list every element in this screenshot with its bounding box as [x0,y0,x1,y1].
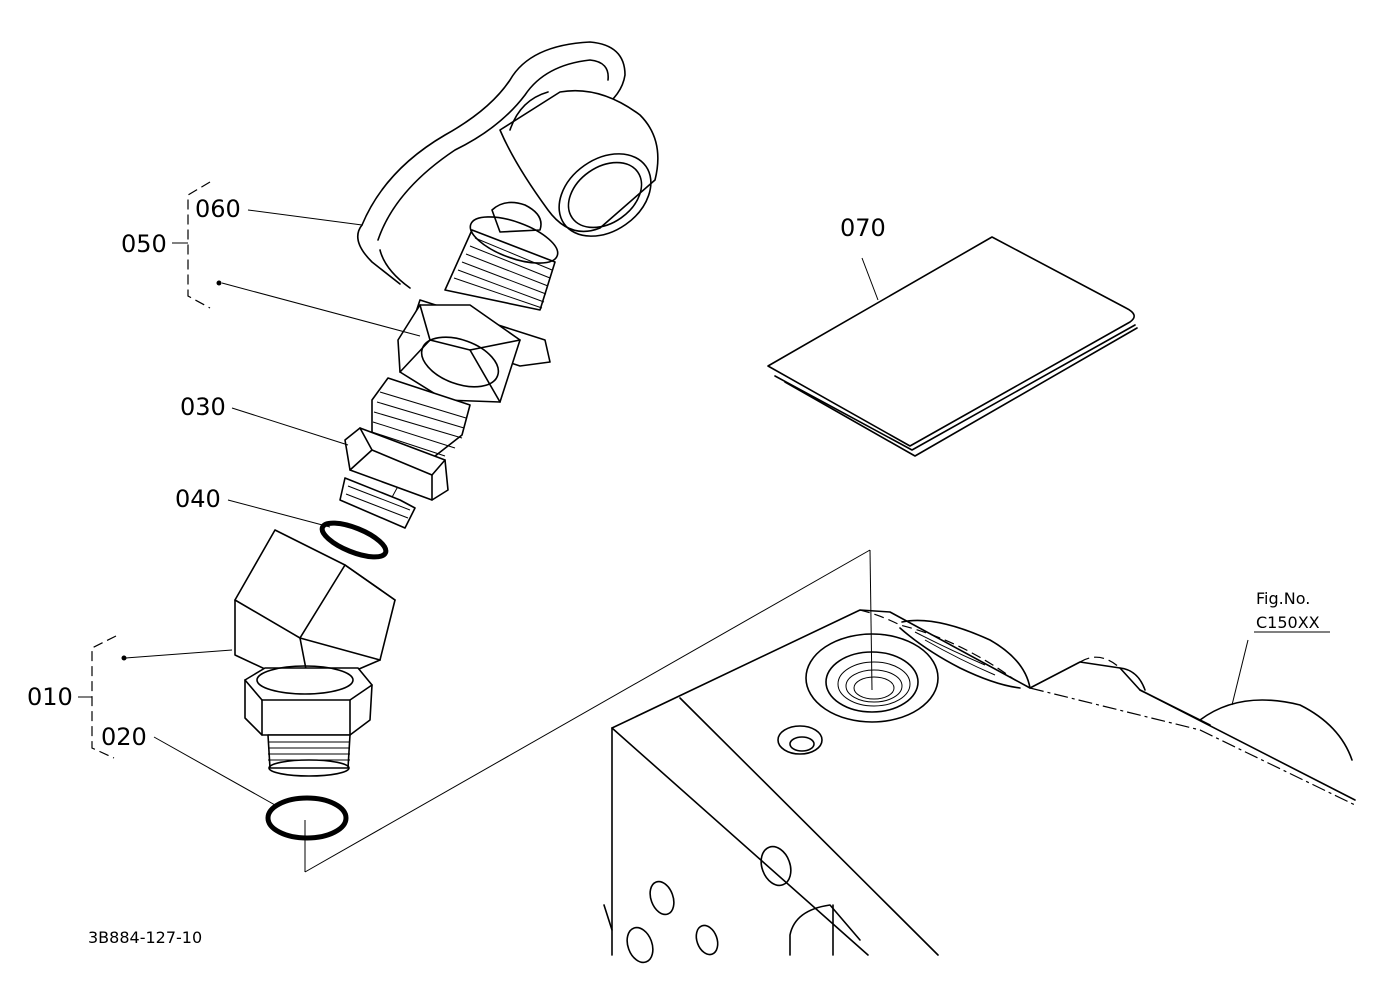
elbow-010 [234,529,396,777]
coupler-050 [397,201,559,403]
instruction-sheet-070 [767,236,1138,457]
o-ring-020 [265,795,349,841]
label-010: 010 [27,683,73,711]
dust-cap-060 [356,41,659,289]
label-060: 060 [195,195,241,223]
fig-no-label: Fig.No. [1256,589,1310,608]
label-020: 020 [101,723,147,751]
valve-housing [603,609,1356,964]
label-030: 030 [180,393,226,421]
drawing-code: 3B884-127-10 [88,928,202,947]
adapter-030 [339,377,471,529]
label-070: 070 [840,214,886,242]
o-ring-040 [319,520,389,560]
label-050: 050 [121,230,167,258]
fig-number: C150XX [1256,613,1320,632]
leader-lines [78,181,1330,806]
label-040: 040 [175,485,221,513]
